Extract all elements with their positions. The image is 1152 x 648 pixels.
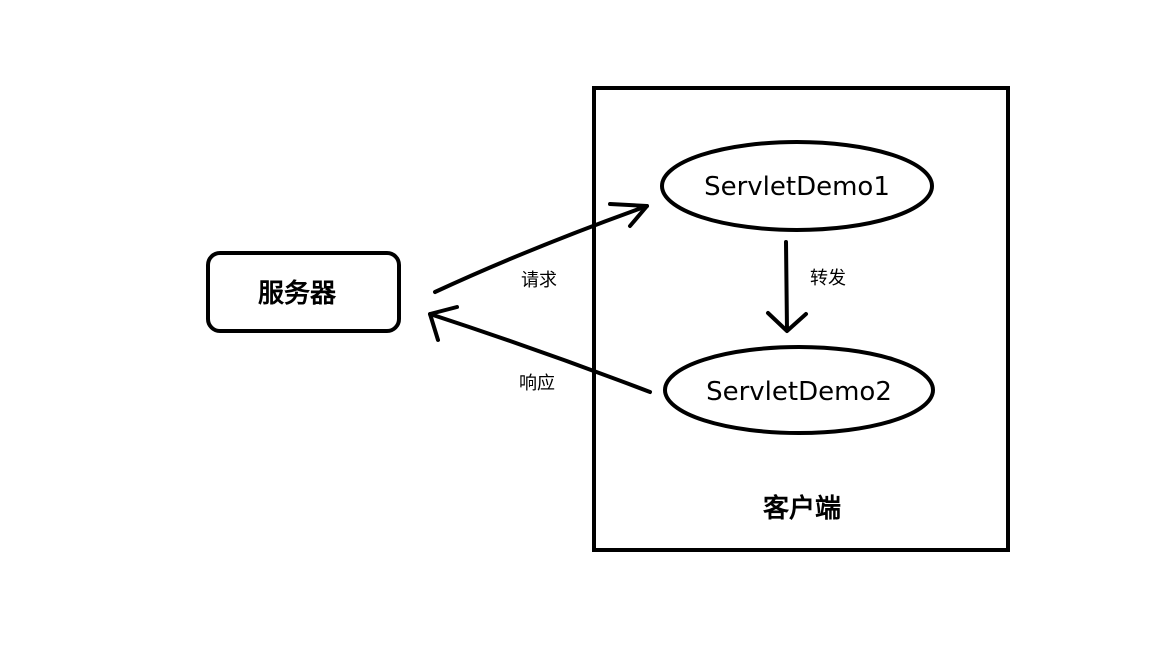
servlet-demo1-label: ServletDemo1 [704, 172, 890, 202]
request-label: 请求 [521, 270, 557, 291]
response-arrow-line [428, 312, 652, 394]
client-box [592, 86, 1010, 552]
forward-label: 转发 [810, 268, 846, 289]
request-arrow-line [433, 204, 649, 294]
forward-arrow [766, 240, 808, 333]
server-node: 服务器 [206, 251, 401, 333]
request-arrow [433, 202, 649, 294]
servlet-demo2-label: ServletDemo2 [706, 377, 892, 407]
response-label: 响应 [519, 373, 555, 394]
servlet-demo2-node: ServletDemo2 [663, 345, 935, 435]
servlet-demo1-ellipse [660, 140, 934, 232]
response-arrow-head [428, 305, 459, 342]
forward-arrow-line [784, 240, 789, 332]
server-box [206, 251, 401, 333]
request-arrow-head [608, 202, 649, 228]
server-label: 服务器 [258, 279, 337, 309]
client-label: 客户端 [763, 493, 841, 524]
client-container: 客户端 [592, 86, 1010, 552]
forward-arrow-head [766, 311, 808, 333]
servlet-demo1-node: ServletDemo1 [660, 140, 934, 232]
response-arrow [428, 305, 652, 394]
servlet-demo2-ellipse [663, 345, 935, 435]
